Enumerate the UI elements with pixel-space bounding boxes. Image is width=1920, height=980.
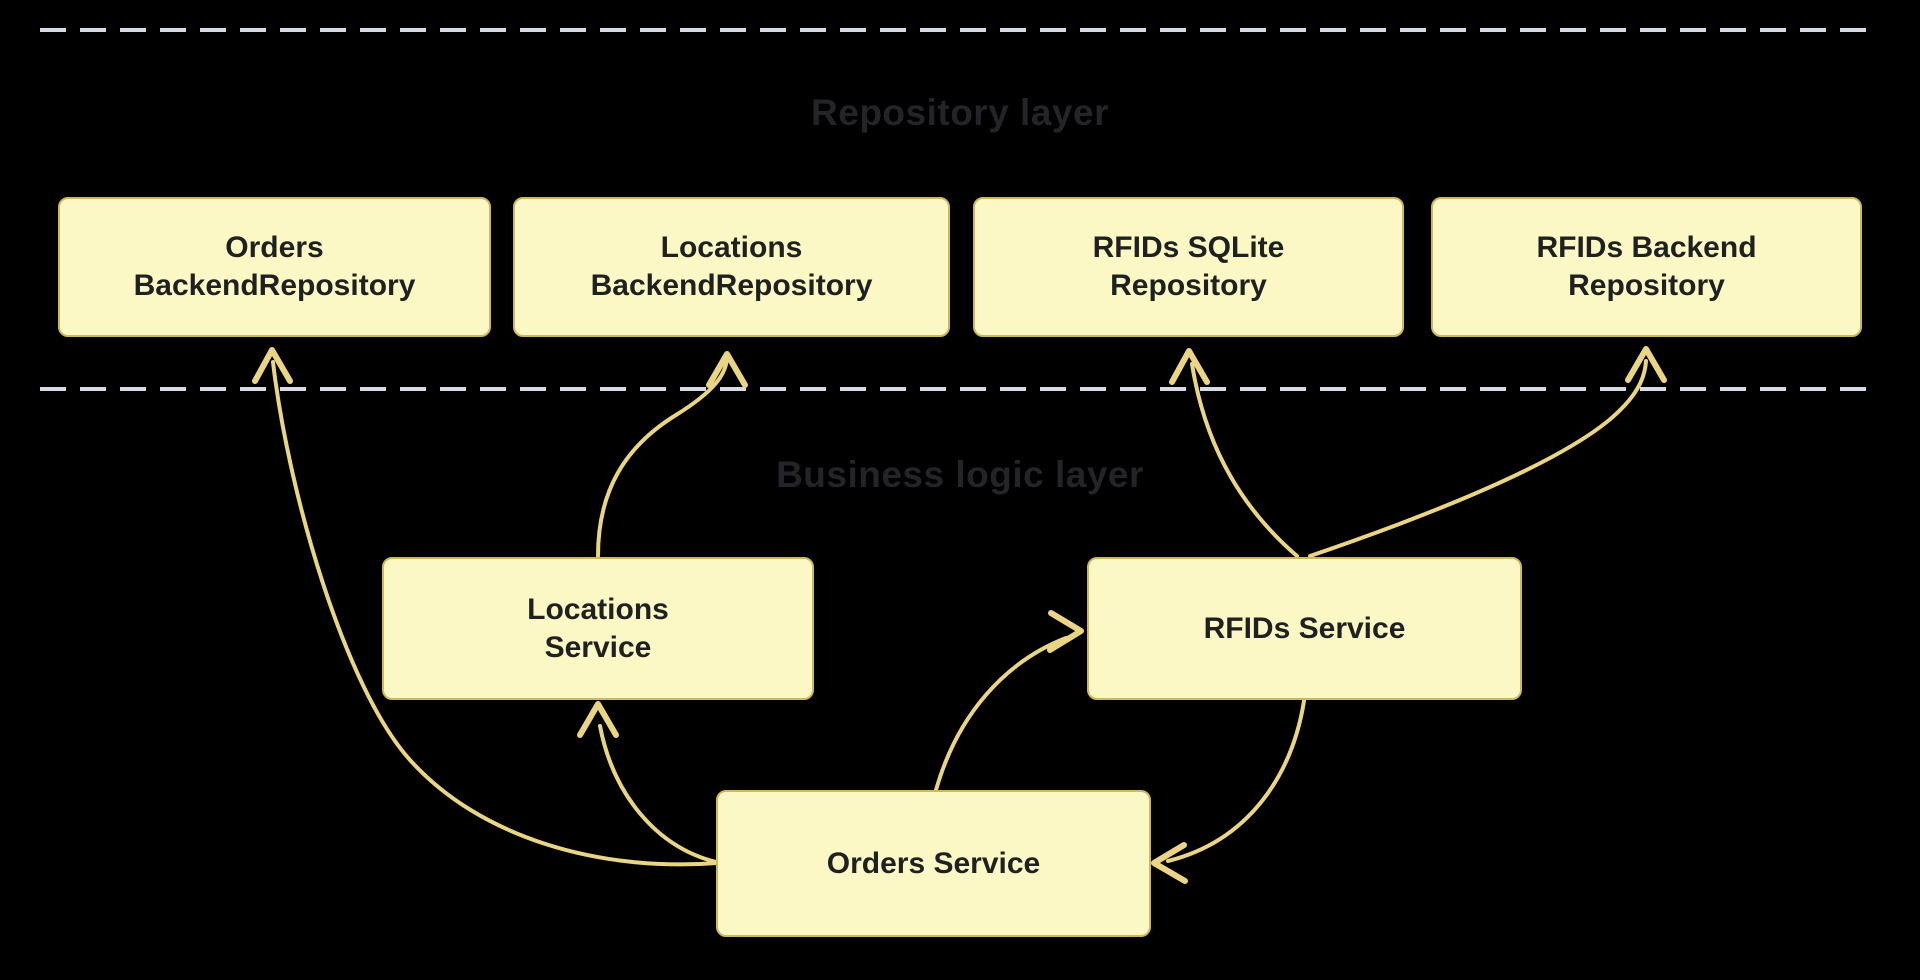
node-locations-backend-repository: Locations BackendRepository	[513, 197, 950, 337]
business-logic-layer-title: Business logic layer	[776, 454, 1144, 495]
repository-layer-title: Repository layer	[811, 92, 1109, 133]
edge-orders-service-to-orders-backend-repository	[252, 347, 719, 867]
arrowhead-up-icon	[252, 347, 293, 384]
edge-orders-service-to-rfids-service	[934, 610, 1084, 792]
edge-rfids-service-to-rfids-sqlite-repository	[1169, 348, 1299, 558]
node-rfids-service: RFIDs Service	[1087, 557, 1522, 700]
arrowhead-up-icon	[1625, 346, 1667, 383]
arrowhead-up-icon	[706, 351, 748, 388]
node-rfids-backend-repository: RFIDs Backend Repository	[1431, 197, 1862, 337]
node-orders-backend-repository: Orders BackendRepository	[58, 197, 491, 337]
edge-rfids-service-to-orders-service	[1151, 699, 1306, 884]
node-orders-service: Orders Service	[716, 790, 1151, 937]
node-rfids-sqlite-repository: RFIDs SQLite Repository	[973, 197, 1404, 337]
edge-orders-service-to-locations-service	[577, 701, 718, 864]
arrowhead-right-icon	[1047, 610, 1084, 653]
edge-locations-service-to-locations-backend-repository	[596, 351, 748, 558]
edge-rfids-service-to-rfids-backend-repository	[1308, 346, 1667, 558]
arrowhead-up-icon	[577, 701, 619, 738]
arrowhead-left-icon	[1151, 842, 1188, 884]
arrowhead-up-icon	[1169, 348, 1210, 385]
node-locations-service: Locations Service	[382, 557, 814, 700]
